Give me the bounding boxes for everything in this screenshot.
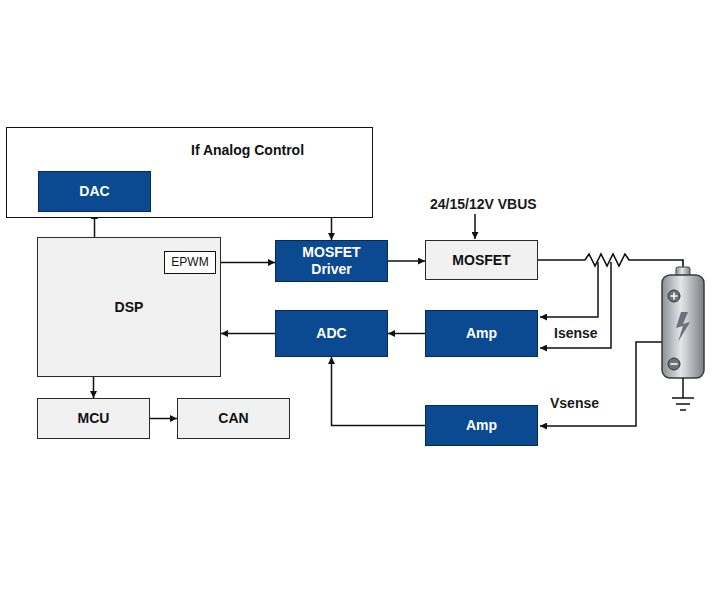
driver-box: MOSFET Driver xyxy=(275,240,388,282)
ground-symbol xyxy=(672,378,694,410)
region-box: If Analog ControlDAC xyxy=(6,127,373,218)
box-text: DSP xyxy=(115,299,144,316)
adc-box: ADC xyxy=(275,310,388,357)
box-text: Amp xyxy=(466,417,497,434)
signal-arrow xyxy=(332,357,426,426)
can-box: CAN xyxy=(177,398,290,439)
signal-arrow xyxy=(150,418,177,420)
amp-box: Amp xyxy=(425,310,538,357)
box-text: MCU xyxy=(78,410,110,427)
box-text: EPWM xyxy=(171,255,208,269)
signal-arrow xyxy=(388,260,425,262)
box-text: MOSFET xyxy=(452,252,510,269)
signal-arrow xyxy=(388,333,425,335)
bus-label: 24/15/12V VBUS xyxy=(429,196,538,212)
vsense-wire xyxy=(540,342,663,426)
battery-symbol xyxy=(662,267,704,378)
isense-wire xyxy=(540,262,598,317)
dsp-box: DSP EPWM xyxy=(37,237,221,377)
signal-arrow xyxy=(93,377,95,398)
box-text: Amp xyxy=(466,325,497,342)
signal-arrow xyxy=(221,333,275,335)
isense-wire xyxy=(540,262,611,348)
box-text: ADC xyxy=(316,325,346,342)
signal-label: Vsense xyxy=(549,395,600,411)
epwm-box: EPWM xyxy=(164,251,216,274)
vbus-arrow xyxy=(474,214,476,239)
dac-box: DAC xyxy=(38,171,151,212)
box-text: DAC xyxy=(79,183,109,200)
box-text: MOSFET Driver xyxy=(292,244,372,278)
box-text: If Analog Control xyxy=(191,142,304,159)
amp-box: Amp xyxy=(425,405,538,446)
mosfet-box: MOSFET xyxy=(425,240,538,280)
signal-label: Isense xyxy=(553,325,599,341)
mcu-box: MCU xyxy=(37,398,150,439)
box-text: CAN xyxy=(218,410,248,427)
signal-arrow xyxy=(216,262,275,264)
